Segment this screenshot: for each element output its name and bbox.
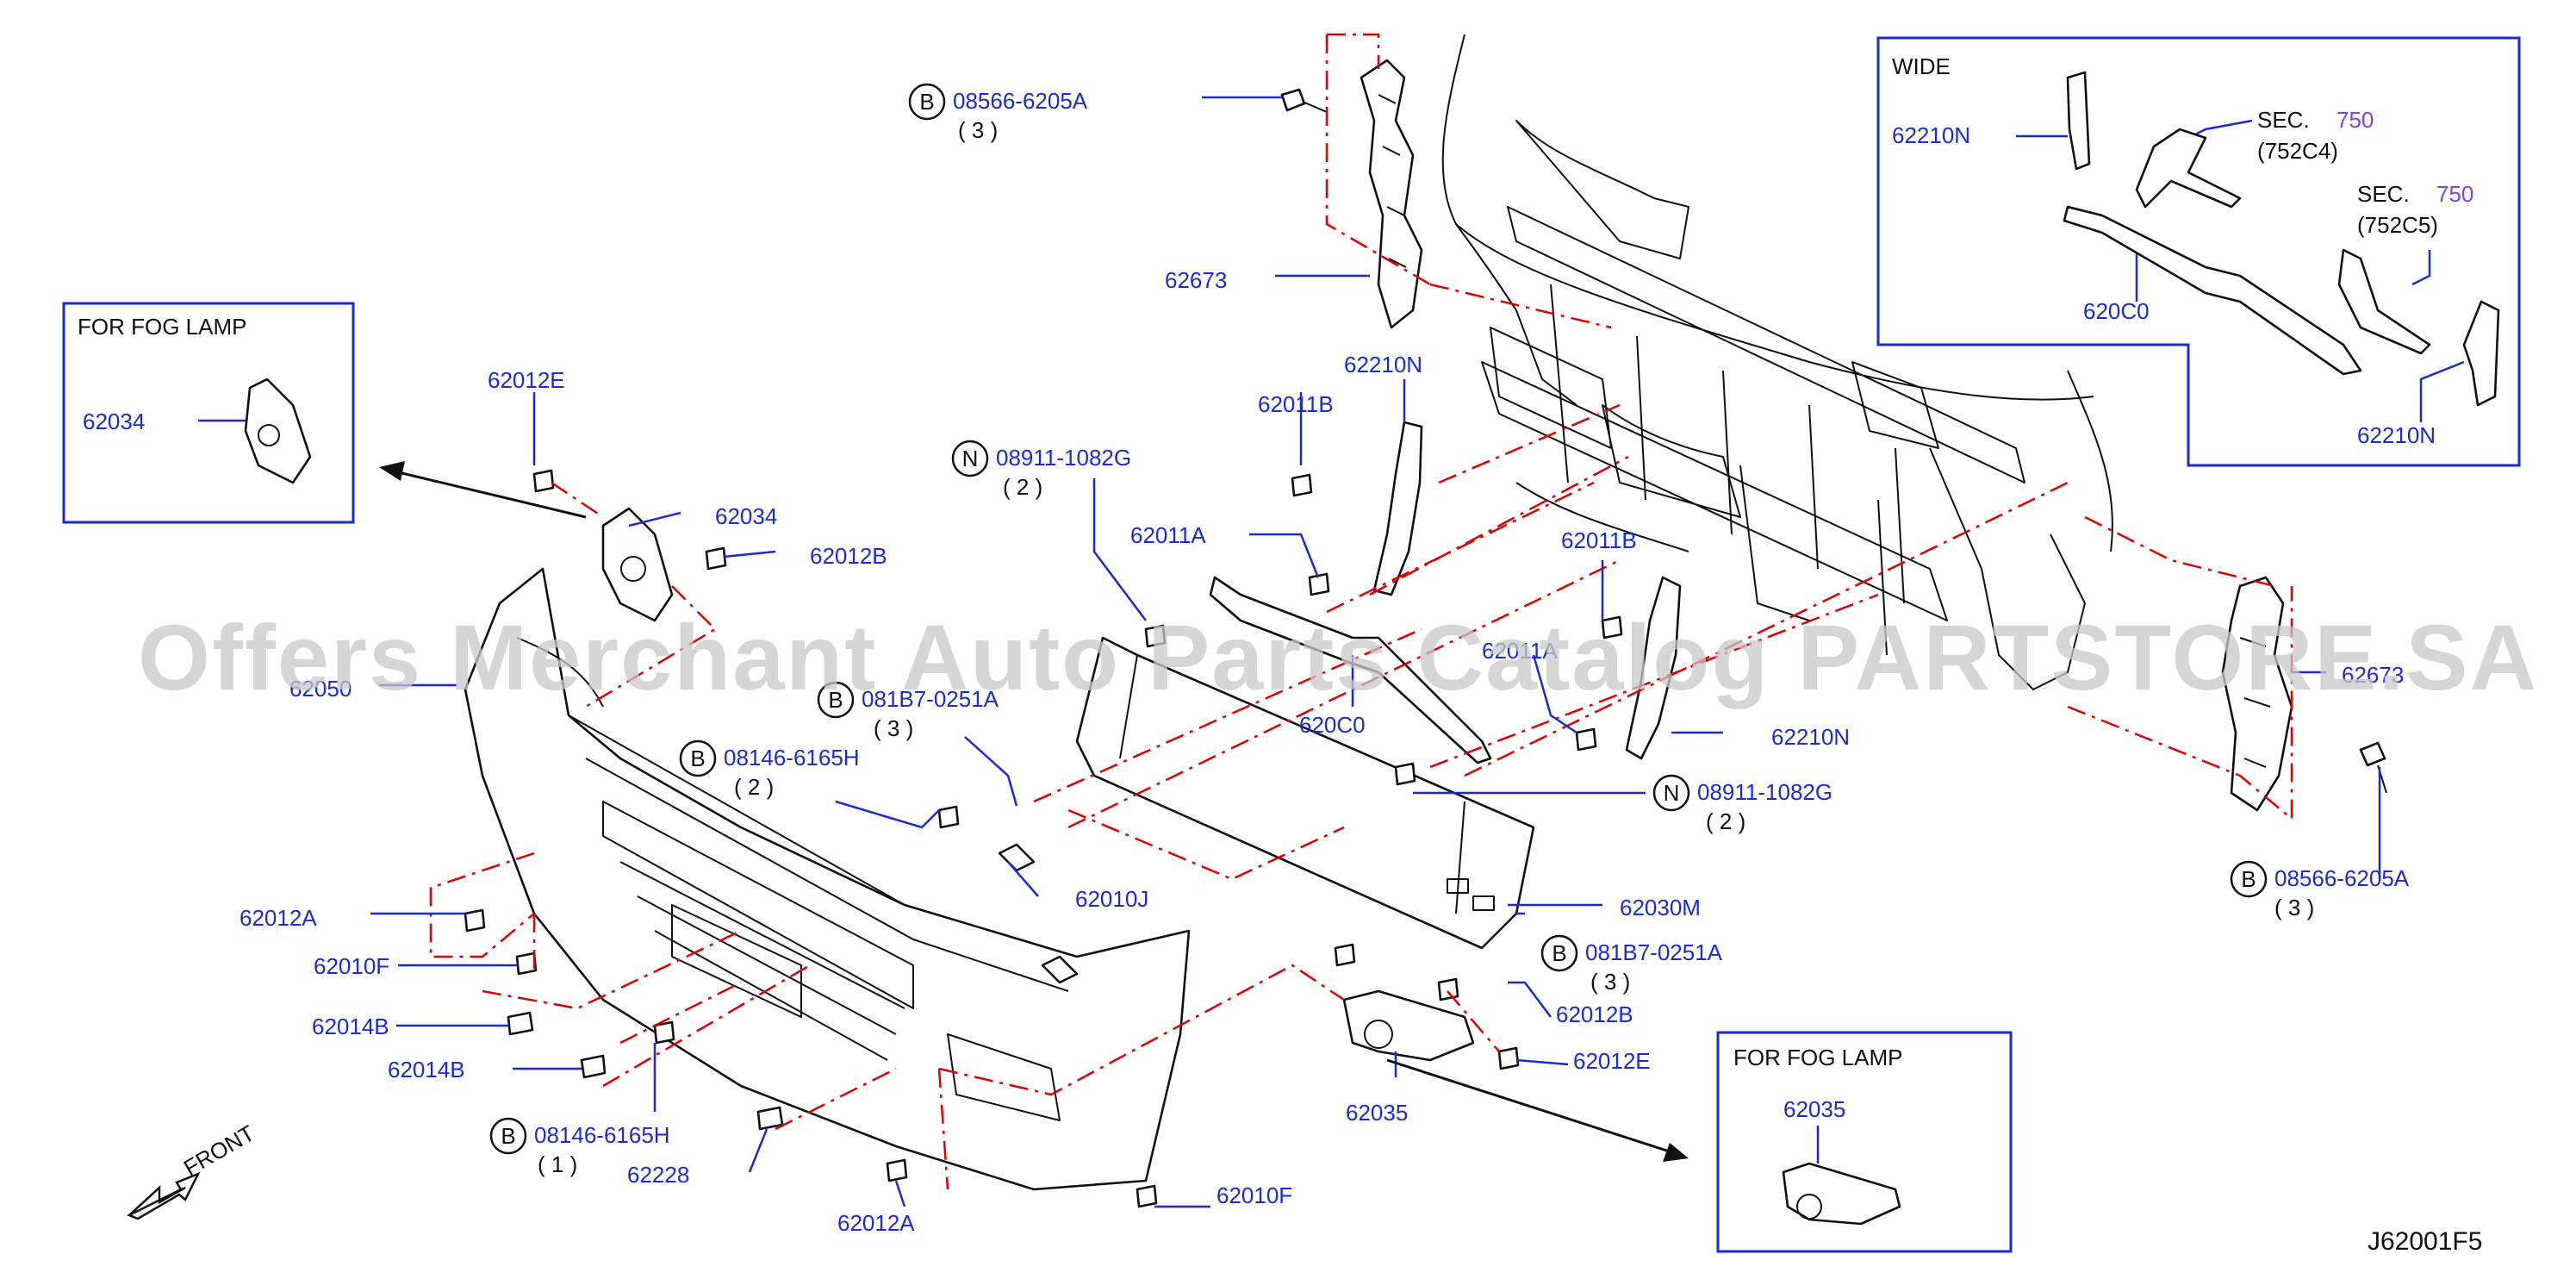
callout-7-circle: B xyxy=(501,1123,515,1149)
label-62673-b: 62673 xyxy=(2342,662,2404,688)
sec2-sub: (752C5) xyxy=(2357,212,2438,238)
bolt-top xyxy=(1280,88,1328,113)
label-62014b-a: 62014B xyxy=(312,1014,389,1039)
callout-8-qty: ( 3 ) xyxy=(2274,895,2314,920)
label-62012a-a: 62012A xyxy=(240,905,317,931)
callout-6-circle: B xyxy=(1552,940,1566,966)
label-62014b-b: 62014B xyxy=(388,1057,465,1082)
label-62010f-a: 62010F xyxy=(314,953,389,979)
label-62210n-a: 62210N xyxy=(1344,352,1422,377)
watermark: Offers Merchant Auto Parts Catalog PARTS… xyxy=(138,605,2538,709)
diagram-code: J62001F5 xyxy=(2368,1227,2482,1256)
label-62010j: 62010J xyxy=(1075,886,1148,912)
label-62035: 62035 xyxy=(1346,1100,1408,1126)
label-62050: 62050 xyxy=(289,676,352,702)
callout-2-circle: N xyxy=(962,446,979,471)
inset-wide-part-b: 620C0 xyxy=(2083,298,2150,324)
inset-wide: WIDE 62210N 620C0 62210N SEC. 750 (752C4… xyxy=(1876,36,2521,467)
callout-1-circle: B xyxy=(919,89,934,115)
bumper-fascia-62050 xyxy=(464,567,1191,1191)
label-62012e-a: 62012E xyxy=(488,367,565,393)
label-62228: 62228 xyxy=(627,1162,689,1188)
label-62034: 62034 xyxy=(715,503,777,529)
callout-3-qty: ( 3 ) xyxy=(874,715,913,741)
callout-3: B 081B7-0251A ( 3 ) xyxy=(817,681,999,741)
callout-5-qty: ( 2 ) xyxy=(1706,808,1745,834)
label-62012b-a: 62012B xyxy=(810,543,887,569)
inset-fog-left-title: FOR FOG LAMP xyxy=(78,314,246,340)
callout-5-part: 08911-1082G xyxy=(1697,779,1832,805)
callout-1-qty: ( 3 ) xyxy=(958,117,998,143)
front-arrow: FRONT xyxy=(126,1120,259,1220)
callout-7: B 08146-6165H ( 1 ) xyxy=(489,1117,670,1177)
callout-7-qty: ( 1 ) xyxy=(538,1151,577,1177)
callout-4-circle: B xyxy=(690,746,705,771)
label-62210n-b: 62210N xyxy=(1771,724,1850,750)
callout-7-part: 08146-6165H xyxy=(534,1122,670,1148)
bracket-62673-right xyxy=(2221,576,2293,812)
stay-620c0 xyxy=(1209,576,1492,764)
callout-4-qty: ( 2 ) xyxy=(734,774,774,800)
part-labels: 62673 62210N 62011B 62011A 62012E 62034 … xyxy=(240,267,2404,1236)
leader-lines xyxy=(370,96,2381,1208)
callout-3-part: 081B7-0251A xyxy=(862,686,999,712)
label-62010f-b: 62010F xyxy=(1216,1182,1292,1208)
inset-fog-right-title: FOR FOG LAMP xyxy=(1733,1045,1902,1070)
label-62012a-b: 62012A xyxy=(837,1210,915,1236)
callout-2: N 08911-1082G ( 2 ) xyxy=(951,440,1131,500)
bolt-right xyxy=(2359,741,2387,794)
callout-2-part: 08911-1082G xyxy=(996,445,1131,471)
fog-bracket-62035 xyxy=(1342,989,1475,1062)
front-label: FRONT xyxy=(179,1120,259,1181)
callout-2-qty: ( 2 ) xyxy=(1003,474,1042,500)
callout-3-circle: B xyxy=(828,687,843,713)
pointer-arrows xyxy=(379,461,1689,1162)
callout-8-circle: B xyxy=(2241,866,2256,892)
bracket-62673-left xyxy=(1360,59,1423,329)
callout-8-part: 08566-6205A xyxy=(2274,865,2410,891)
label-62030m: 62030M xyxy=(1620,895,1701,920)
callout-4: B 08146-6165H ( 2 ) xyxy=(679,739,860,800)
vehicle-frame-drawing xyxy=(1441,34,2113,690)
reinforcement-62030m xyxy=(1075,636,1535,950)
label-62011a-b: 62011A xyxy=(1482,638,1558,664)
phantom-lines xyxy=(429,33,2293,1190)
bracket-62210n-b xyxy=(1625,576,1682,760)
callout-5: N 08911-1082G ( 2 ) xyxy=(1652,774,1832,834)
callout-1: B 08566-6205A ( 3 ) xyxy=(908,83,1088,143)
inset-wide-part-a: 62210N xyxy=(1892,122,1970,148)
callout-8: B 08566-6205A ( 3 ) xyxy=(2230,860,2410,920)
callout-6-qty: ( 3 ) xyxy=(1590,969,1630,995)
bracket-62210n-a xyxy=(1372,421,1423,596)
label-62012b-b: 62012B xyxy=(1556,1001,1633,1027)
small-fasteners xyxy=(464,469,1623,1208)
inset-fog-right: FOR FOG LAMP 62035 xyxy=(1716,1031,2013,1253)
callout-4-part: 08146-6165H xyxy=(724,745,860,771)
sec1-prefix: SEC. xyxy=(2257,107,2310,133)
callout-6: B 081B7-0251A ( 3 ) xyxy=(1540,934,1723,995)
sec2-prefix: SEC. xyxy=(2357,181,2410,207)
sec1-sub: (752C4) xyxy=(2257,138,2338,164)
callout-5-circle: N xyxy=(1664,780,1680,806)
label-62011b-a: 62011B xyxy=(1258,391,1334,417)
inset-wide-title: WIDE xyxy=(1892,53,1951,79)
sec2-num: 750 xyxy=(2436,181,2473,207)
inset-fog-left: FOR FOG LAMP 62034 xyxy=(62,302,355,524)
inset-fog-left-part: 62034 xyxy=(83,409,145,434)
label-62011a-a: 62011A xyxy=(1130,522,1206,548)
inset-wide-part-c: 62210N xyxy=(2357,422,2436,448)
label-620c0: 620C0 xyxy=(1299,712,1366,738)
sec1-num: 750 xyxy=(2336,107,2374,133)
inset-fog-right-part: 62035 xyxy=(1783,1096,1845,1122)
callout-1-part: 08566-6205A xyxy=(953,88,1088,114)
callout-6-part: 081B7-0251A xyxy=(1585,939,1723,965)
label-62012e-b: 62012E xyxy=(1573,1048,1651,1074)
label-62011b-b: 62011B xyxy=(1561,527,1637,553)
label-62673-a: 62673 xyxy=(1165,267,1227,293)
fog-bracket-62034 xyxy=(601,507,674,622)
